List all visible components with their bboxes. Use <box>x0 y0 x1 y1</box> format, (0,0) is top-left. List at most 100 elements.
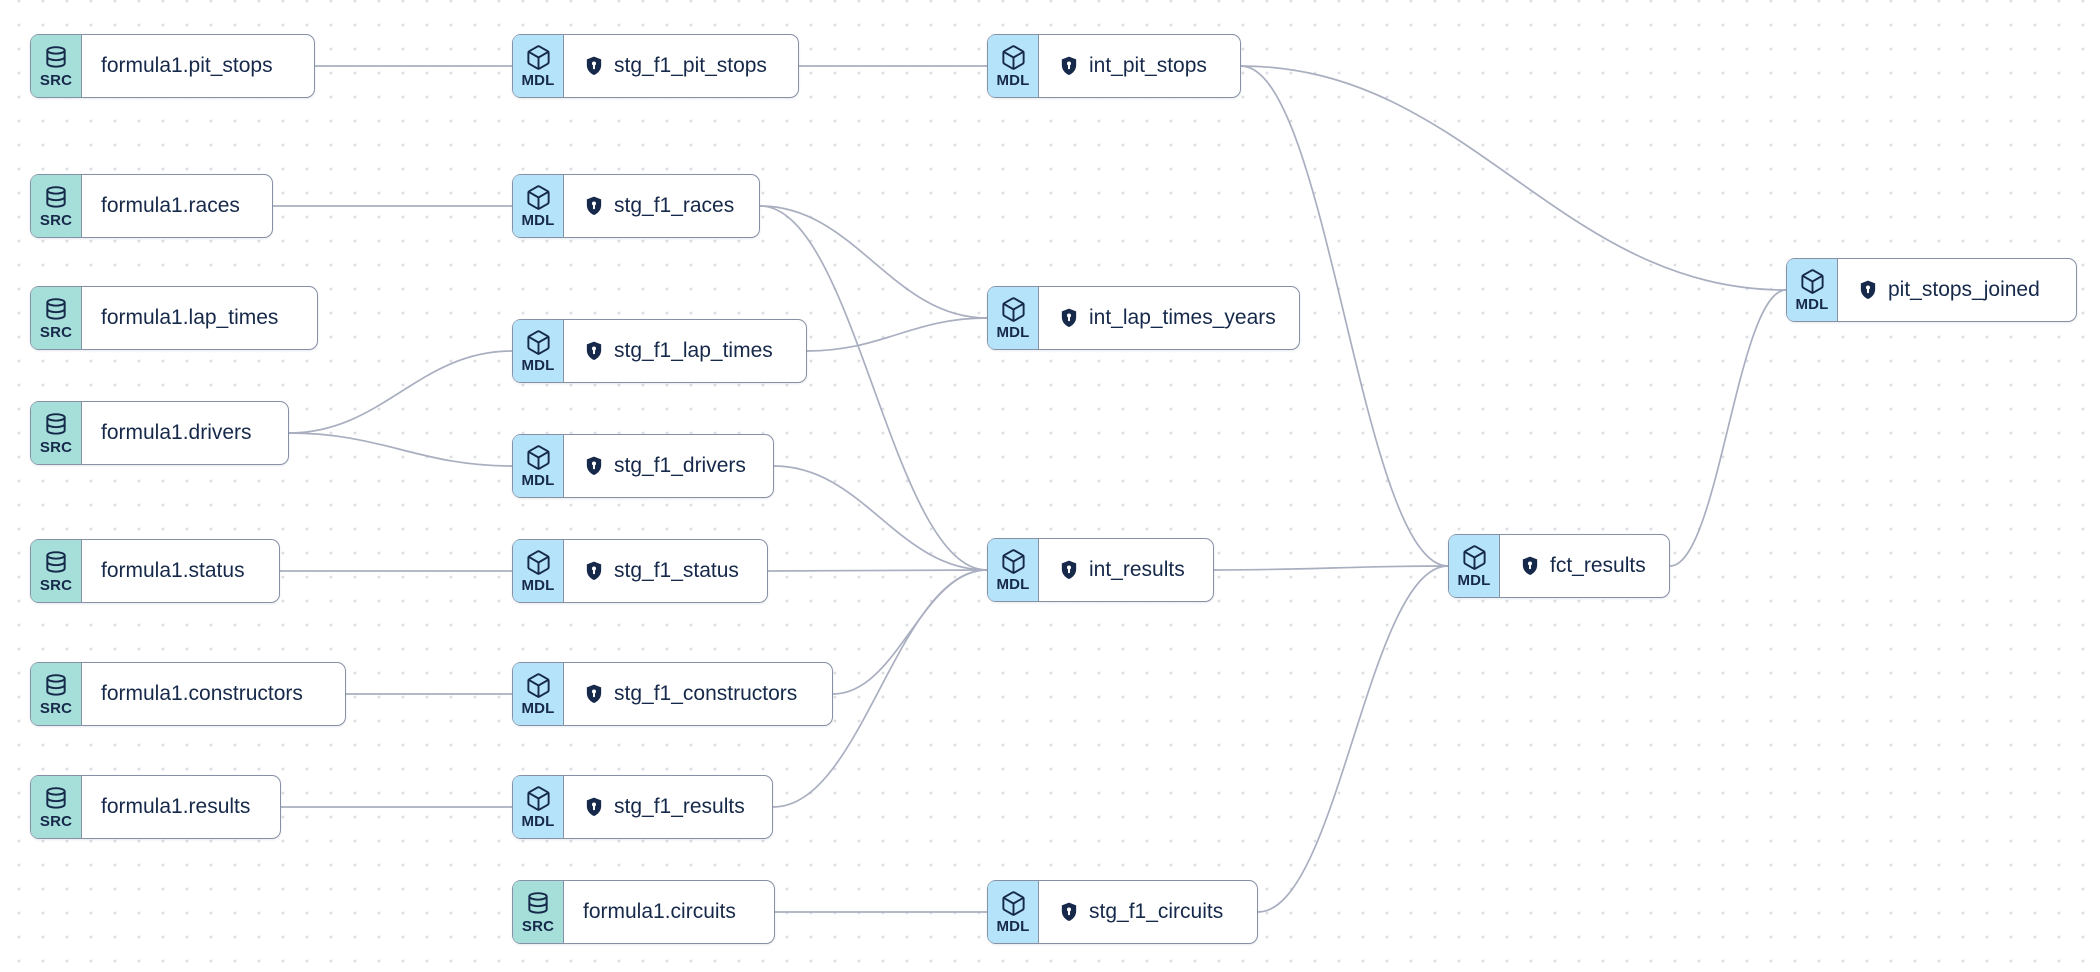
node-type-label: SRC <box>39 71 73 89</box>
node-type-label: MDL <box>521 72 555 89</box>
node-stg-f1-circuits[interactable]: MDL stg_f1_circuits <box>987 880 1258 944</box>
edge-int_pit_stops-to-fct_results <box>1240 65 1449 567</box>
node-body: stg_f1_races <box>564 175 759 237</box>
node-type-label: SRC <box>39 323 73 341</box>
node-label: stg_f1_drivers <box>614 454 746 477</box>
edge-stg_f1_results-to-int_results <box>772 569 988 808</box>
node-type-label: MDL <box>521 813 555 830</box>
node-src-lap-times[interactable]: SRC formula1.lap_times <box>30 286 318 350</box>
node-body: stg_f1_constructors <box>564 663 832 725</box>
edge-stg_f1_races-to-int_results <box>759 205 988 571</box>
node-label: formula1.status <box>101 559 245 582</box>
model-type-badge: MDL <box>988 287 1039 349</box>
node-type-label: SRC <box>39 438 73 456</box>
model-type-badge: MDL <box>1787 259 1838 321</box>
database-icon <box>43 45 69 71</box>
database-icon <box>43 786 69 812</box>
node-label: stg_f1_constructors <box>614 682 798 705</box>
node-fct-results[interactable]: MDL fct_results <box>1448 534 1670 598</box>
model-type-badge: MDL <box>513 320 564 382</box>
node-body: formula1.status <box>82 540 279 602</box>
database-icon <box>43 185 69 211</box>
cube-icon <box>1461 544 1488 571</box>
model-type-badge: MDL <box>988 881 1039 943</box>
node-stg-f1-drivers[interactable]: MDL stg_f1_drivers <box>512 434 774 498</box>
node-src-circuits[interactable]: SRC formula1.circuits <box>512 880 775 944</box>
shield-lock-icon <box>1519 554 1541 578</box>
node-stg-f1-status[interactable]: MDL stg_f1_status <box>512 539 768 603</box>
source-type-badge: SRC <box>31 402 82 464</box>
node-stg-f1-lap-times[interactable]: MDL stg_f1_lap_times <box>512 319 807 383</box>
edge-int_pit_stops-to-pit_stops_joined <box>1240 65 1787 291</box>
model-type-badge: MDL <box>513 35 564 97</box>
node-int-lap-times-years[interactable]: MDL int_lap_times_years <box>987 286 1300 350</box>
shield-lock-icon <box>583 682 605 706</box>
node-stg-f1-races[interactable]: MDL stg_f1_races <box>512 174 760 238</box>
edge-stg_f1_drivers-to-int_results <box>773 465 988 571</box>
node-body: formula1.circuits <box>564 881 774 943</box>
node-body: stg_f1_status <box>564 540 767 602</box>
edge-stg_f1_constructors-to-int_results <box>832 569 988 695</box>
cube-icon <box>525 672 552 699</box>
node-type-label: MDL <box>521 212 555 229</box>
node-type-label: MDL <box>521 577 555 594</box>
node-type-label: SRC <box>521 917 555 935</box>
edge-fct_results-to-pit_stops_joined <box>1669 289 1787 567</box>
node-src-constructors[interactable]: SRC formula1.constructors <box>30 662 346 726</box>
node-label: formula1.lap_times <box>101 306 279 329</box>
database-icon <box>43 673 69 699</box>
model-type-badge: MDL <box>513 435 564 497</box>
model-type-badge: MDL <box>988 35 1039 97</box>
source-type-badge: SRC <box>31 287 82 349</box>
node-stg-f1-pit-stops[interactable]: MDL stg_f1_pit_stops <box>512 34 799 98</box>
node-type-label: MDL <box>996 576 1030 593</box>
node-label: formula1.drivers <box>101 421 252 444</box>
node-stg-f1-constructors[interactable]: MDL stg_f1_constructors <box>512 662 833 726</box>
node-int-results[interactable]: MDL int_results <box>987 538 1214 602</box>
node-body: pit_stops_joined <box>1838 259 2076 321</box>
model-type-badge: MDL <box>513 540 564 602</box>
node-body: stg_f1_results <box>564 776 772 838</box>
node-label: stg_f1_pit_stops <box>614 54 767 77</box>
node-src-drivers[interactable]: SRC formula1.drivers <box>30 401 289 465</box>
node-label: int_pit_stops <box>1089 54 1207 77</box>
node-body: int_results <box>1039 539 1213 601</box>
node-body: formula1.drivers <box>82 402 288 464</box>
node-body: stg_f1_circuits <box>1039 881 1257 943</box>
shield-lock-icon <box>1058 306 1080 330</box>
node-type-label: MDL <box>521 700 555 717</box>
node-label: stg_f1_status <box>614 559 739 582</box>
shield-lock-icon <box>583 454 605 478</box>
node-type-label: SRC <box>39 699 73 717</box>
node-type-label: MDL <box>996 918 1030 935</box>
cube-icon <box>1000 548 1027 575</box>
model-type-badge: MDL <box>513 663 564 725</box>
node-body: stg_f1_pit_stops <box>564 35 798 97</box>
source-type-badge: SRC <box>31 540 82 602</box>
database-icon <box>43 412 69 438</box>
node-type-label: MDL <box>521 357 555 374</box>
node-int-pit-stops[interactable]: MDL int_pit_stops <box>987 34 1241 98</box>
node-type-label: SRC <box>39 812 73 830</box>
cube-icon <box>1000 44 1027 71</box>
cube-icon <box>525 444 552 471</box>
node-label: int_results <box>1089 558 1185 581</box>
node-label: formula1.circuits <box>583 900 736 923</box>
edge-stg_f1_lap_times-to-int_lap_times_years <box>806 317 988 352</box>
shield-lock-icon <box>583 795 605 819</box>
node-src-status[interactable]: SRC formula1.status <box>30 539 280 603</box>
node-label: pit_stops_joined <box>1888 278 2040 301</box>
source-type-badge: SRC <box>31 776 82 838</box>
model-type-badge: MDL <box>1449 535 1500 597</box>
node-pit-stops-joined[interactable]: MDL pit_stops_joined <box>1786 258 2077 322</box>
node-body: formula1.constructors <box>82 663 345 725</box>
database-icon <box>525 891 551 917</box>
node-body: formula1.races <box>82 175 272 237</box>
edge-int_results-to-fct_results <box>1213 565 1449 571</box>
node-type-label: MDL <box>1795 296 1829 313</box>
node-stg-f1-results[interactable]: MDL stg_f1_results <box>512 775 773 839</box>
